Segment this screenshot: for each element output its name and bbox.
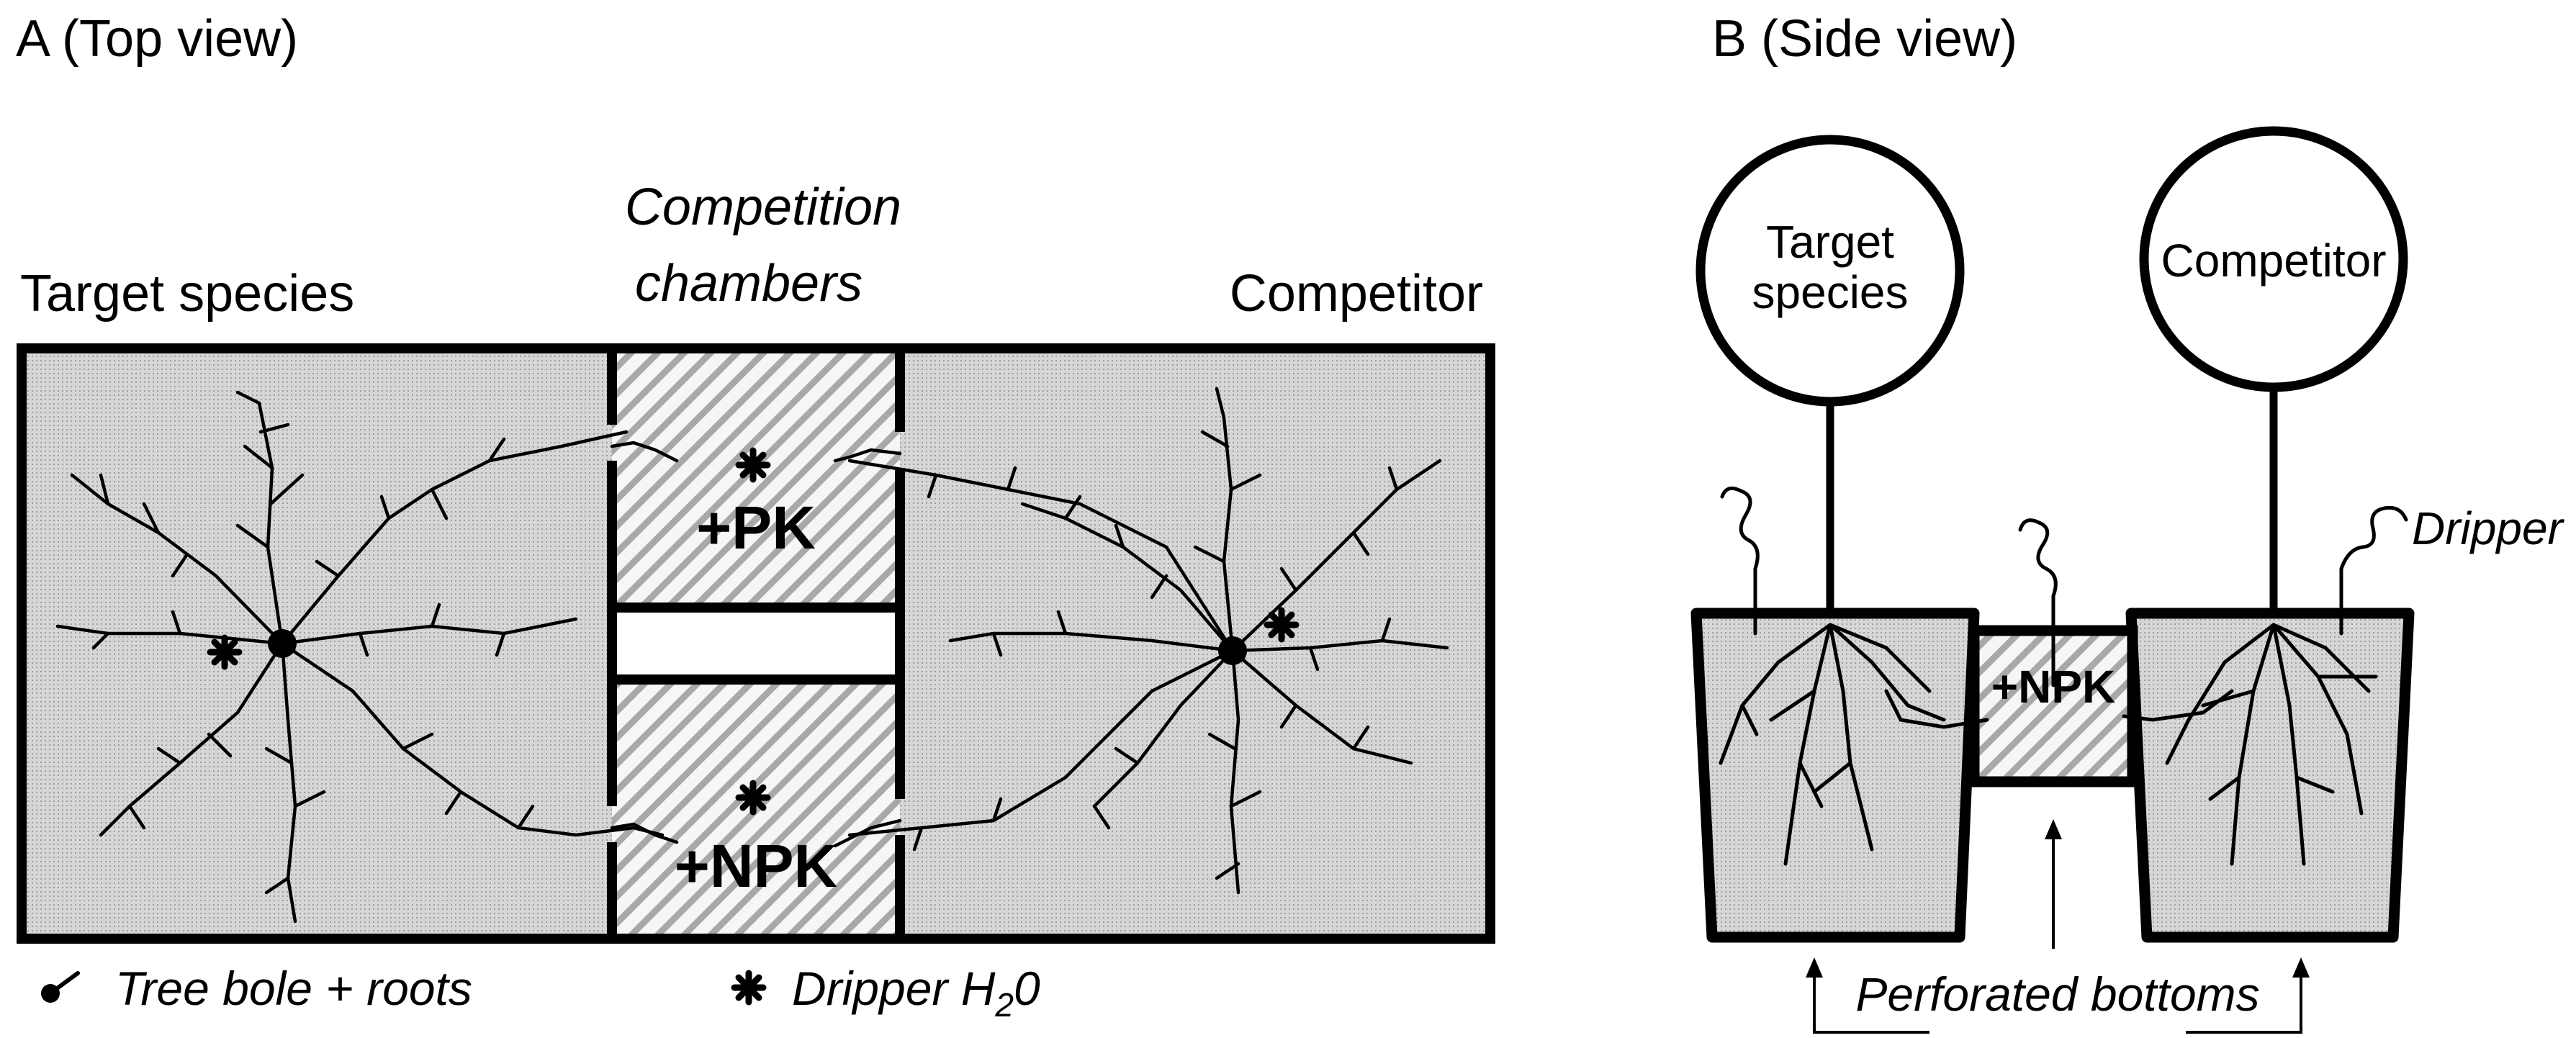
dripper-symbol	[731, 970, 767, 1006]
legend-tree-bole-roots: Tree bole + roots	[115, 962, 472, 1015]
crown-competitor-label: Competitor	[2161, 235, 2387, 286]
legend-dripper-subscript: 2	[994, 986, 1014, 1024]
arrow-heads	[1806, 819, 2310, 978]
dripper-markers-top-view	[207, 447, 1300, 816]
crown-target-label-line1: Target	[1766, 216, 1894, 268]
lower-chamber-label: +NPK	[675, 832, 837, 900]
legend-dripper-suffix: 0	[1014, 962, 1040, 1015]
tree-bole-roots-symbol	[41, 971, 80, 1003]
panel-a-title: A (Top view)	[16, 10, 298, 68]
dripper-label: Dripper	[2412, 502, 2565, 554]
side-view-roots	[1719, 623, 2378, 866]
upper-chamber-label: +PK	[696, 494, 816, 561]
side-view-chamber-label: +NPK	[1991, 661, 2116, 713]
panel-b-title: B (Side view)	[1712, 10, 2017, 68]
left-pot-top-view	[22, 348, 612, 939]
legend-dripper-h2o: Dripper H20	[792, 962, 1040, 1024]
chamber-walls	[17, 343, 1495, 944]
panel-a-top-view: A (Top view) Target species Competition …	[16, 10, 1495, 1024]
dripper-tube-target	[1720, 486, 1760, 636]
dripper-marker-upper-chamber	[735, 447, 771, 483]
dripper-marker-target	[207, 634, 243, 670]
target-tree-bole	[268, 629, 297, 658]
legend-dripper-prefix: Dripper H	[792, 962, 996, 1015]
arrow-left-bottom	[1813, 973, 1929, 1034]
legend: Tree bole + roots Dripper H20	[41, 962, 1040, 1024]
dripper-tube-competitor	[2339, 505, 2408, 636]
perforation-arrows	[1813, 832, 2302, 1034]
competition-chambers-label-line1: Competition	[625, 179, 901, 236]
competitor-pot-side-view	[2125, 608, 2415, 943]
perforated-bottoms-label: Perforated bottoms	[1855, 967, 2259, 1021]
middle-empty-chamber	[612, 608, 900, 680]
competitor-tree-roots	[847, 387, 1449, 895]
target-tree-roots	[55, 390, 665, 924]
target-species-label: Target species	[20, 265, 354, 322]
panel-b-side-view: B (Side view) Target species Competitor	[1690, 10, 2565, 1034]
dripper-tubes	[1720, 486, 2408, 687]
dripper-marker-lower-chamber	[735, 780, 771, 816]
competitor-tree-bole	[1218, 636, 1247, 665]
dripper-tube-chamber	[2018, 518, 2058, 687]
dripper-marker-competitor	[1264, 607, 1300, 643]
crown-target-label-line2: species	[1752, 266, 1909, 318]
arrow-right-bottom	[2186, 973, 2302, 1034]
competition-chambers-label-line2: chambers	[635, 255, 863, 312]
roots-in-chambers	[610, 441, 902, 848]
competitor-label: Competitor	[1230, 265, 1483, 322]
